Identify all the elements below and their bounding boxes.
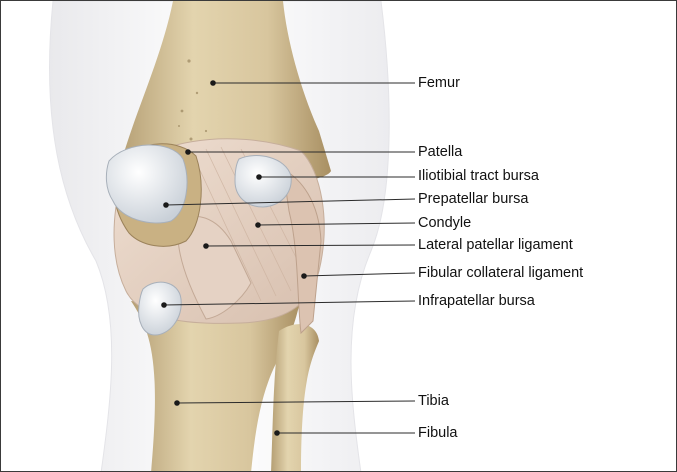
iliotibial-tract-bursa-shape: [235, 156, 291, 207]
label-patella: Patella: [418, 144, 462, 160]
label-condyle: Condyle: [418, 215, 471, 231]
label-lateral-patellar-ligament: Lateral patellar ligament: [418, 237, 573, 253]
label-fibular-collateral-ligament: Fibular collateral ligament: [418, 265, 583, 281]
label-prepatellar-bursa: Prepatellar bursa: [418, 191, 528, 207]
label-femur: Femur: [418, 75, 460, 91]
label-fibula: Fibula: [418, 425, 458, 441]
label-tibia: Tibia: [418, 393, 449, 409]
label-iliotibial-tract-bursa: Iliotibial tract bursa: [418, 168, 539, 184]
label-infrapatellar-bursa: Infrapatellar bursa: [418, 293, 535, 309]
